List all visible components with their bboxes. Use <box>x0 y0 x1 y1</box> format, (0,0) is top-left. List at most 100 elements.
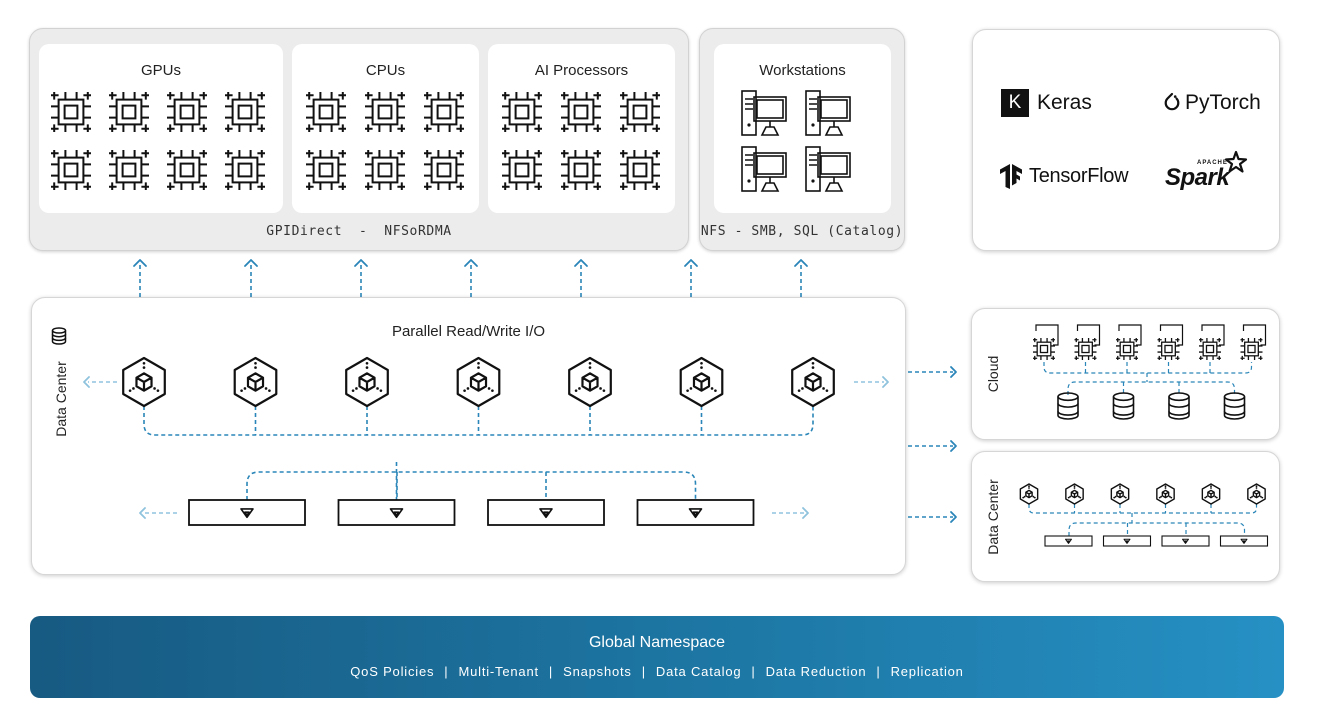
workstation-icon <box>741 90 787 136</box>
cloud-chip-bus <box>1043 362 1253 374</box>
datacenter-main-diagram <box>83 356 889 526</box>
up-arrow-icon <box>133 259 147 267</box>
ai-processor-grid <box>502 92 660 190</box>
workstation-icon <box>805 90 851 136</box>
chip-icon <box>1157 338 1180 360</box>
banner-separator: | <box>876 664 881 679</box>
cloud-chip-icon <box>1240 324 1267 360</box>
chip-icon <box>502 150 542 190</box>
keras-badge: K <box>1001 89 1029 117</box>
banner-item-replication: Replication <box>890 664 964 679</box>
banner-separator: | <box>641 664 646 679</box>
up-arrow-icon <box>464 259 478 267</box>
banner-item-qos: QoS Policies <box>350 664 435 679</box>
cloud-chip-icon <box>1116 324 1142 360</box>
workstations-panel: Workstations NFS - SMB, SQL (Catalog) <box>699 28 905 251</box>
pytorch-flame-icon <box>1164 92 1180 111</box>
workstation-icon <box>741 146 787 192</box>
banner-item-data-reduction: Data Reduction <box>765 664 867 679</box>
spark-label: Spark <box>1165 164 1230 191</box>
tensorflow-icon <box>1000 164 1022 189</box>
datacenter-main-db-icon <box>51 327 67 350</box>
cloud-chip-icon <box>1033 324 1059 360</box>
workstation-icon <box>805 146 851 192</box>
ai-processor-title: AI Processors <box>534 62 629 79</box>
right-arrow-icon <box>950 511 957 523</box>
up-arrow-icon <box>684 259 698 267</box>
compute-panel: GPUs CPUs AI Processors GPIDirect - NFSo… <box>29 28 689 251</box>
chip-icon <box>561 150 601 190</box>
cpu-title: CPUs <box>365 62 406 79</box>
storage-node-icon <box>456 356 501 408</box>
ai-processor-card: AI Processors <box>488 44 675 213</box>
tensorflow-logo: TensorFlow <box>999 161 1129 191</box>
cpu-grid <box>306 92 464 190</box>
chip-icon <box>1074 338 1097 360</box>
banner-item-data-catalog: Data Catalog <box>655 664 742 679</box>
storage-node-icon <box>679 356 724 408</box>
drive-icon <box>337 499 456 526</box>
cpu-card: CPUs <box>292 44 479 213</box>
chip-icon <box>424 92 464 132</box>
chip-icon <box>620 92 660 132</box>
drive-icon <box>1102 535 1152 547</box>
chip-icon <box>1199 338 1221 360</box>
remote-storage-node-icon <box>1201 483 1221 505</box>
drive-icon <box>1219 535 1269 547</box>
up-arrow-icon <box>354 259 368 267</box>
chip-icon <box>365 92 405 132</box>
storage-node-icon <box>791 356 835 408</box>
datacenter-remote-diagram <box>1019 483 1269 547</box>
pytorch-logo: PyTorch <box>1163 89 1261 117</box>
cloud-chip-icon <box>1199 324 1225 360</box>
remote-drive-bus <box>1068 522 1246 536</box>
cloud-db-bus <box>1067 381 1236 395</box>
frameworks-panel: K Keras PyTorch TensorFlow APACHE Spark <box>972 29 1280 251</box>
chip-icon <box>561 92 601 132</box>
database-icon <box>1057 392 1079 420</box>
right-arrow-icon <box>950 366 957 378</box>
chip-icon <box>306 92 346 132</box>
up-arrow-icon <box>794 259 808 267</box>
cloud-chip-icon <box>1074 324 1101 360</box>
workstations-card: Workstations <box>714 44 891 213</box>
drive-icon <box>1044 535 1093 547</box>
remote-node-bus <box>1028 504 1258 514</box>
banner-separator: | <box>751 664 756 679</box>
chip-icon <box>51 150 91 190</box>
global-namespace-banner: Global Namespace QoS Policies|Multi-Tena… <box>30 616 1284 698</box>
chip-icon <box>365 150 405 190</box>
chip-icon <box>1240 338 1263 360</box>
remote-storage-node-icon <box>1065 483 1084 505</box>
left-arrow-icon <box>139 507 146 519</box>
workstations-title: Workstations <box>759 62 846 79</box>
drive-icon <box>188 499 306 526</box>
left-arrow-icon <box>83 376 90 388</box>
datacenter-remote-panel: Data Center <box>971 451 1280 582</box>
right-arrow-icon <box>802 507 809 519</box>
banner-feature-list: QoS Policies|Multi-Tenant|Snapshots|Data… <box>30 664 1284 679</box>
database-icon <box>1168 392 1190 420</box>
drive-icon <box>487 499 605 526</box>
chip-icon <box>1116 338 1138 360</box>
right-arrow-icon <box>950 440 957 452</box>
chip-icon <box>167 92 207 132</box>
drive-icon <box>636 499 755 526</box>
chip-icon <box>167 150 207 190</box>
storage-node-icon <box>122 356 166 408</box>
chip-icon <box>424 150 464 190</box>
banner-item-snapshots: Snapshots <box>563 664 632 679</box>
datacenter-main-panel: Data Center Parallel Read/Write I/O <box>31 297 906 575</box>
database-icon <box>1112 392 1135 420</box>
workstations-caption: NFS - SMB, SQL (Catalog) <box>700 224 904 239</box>
spark-star-icon <box>1224 150 1248 173</box>
chip-icon <box>306 150 346 190</box>
chip-icon <box>502 92 542 132</box>
remote-storage-node-icon <box>1247 483 1266 505</box>
database-icon <box>1223 392 1246 420</box>
gpu-card: GPUs <box>39 44 283 213</box>
chip-icon <box>1033 338 1055 360</box>
keras-label: Keras <box>1037 91 1092 114</box>
chip-icon <box>620 150 660 190</box>
